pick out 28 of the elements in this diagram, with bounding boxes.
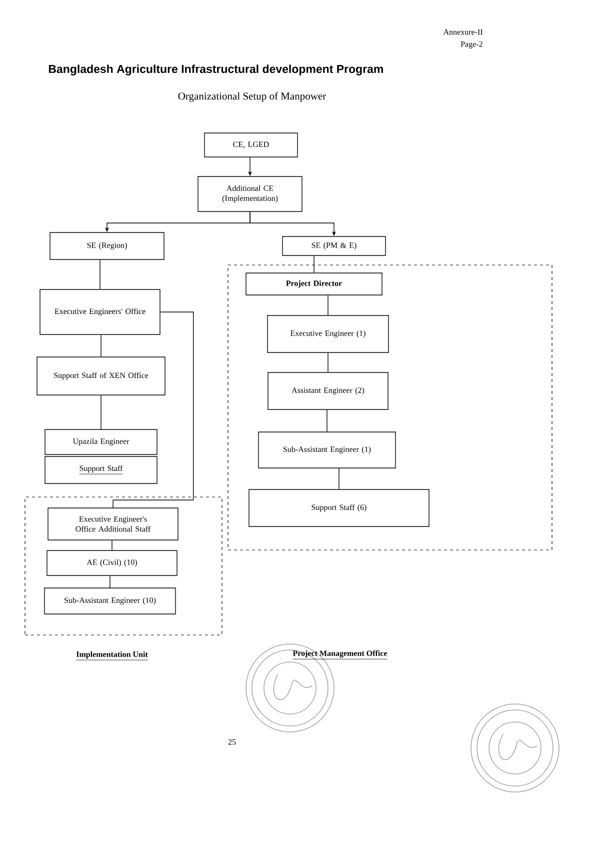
group-label: Project Management Office [292, 650, 388, 660]
group-label: Implementation Unit [76, 651, 148, 660]
org-box: Executive Engineers' Office [40, 289, 160, 335]
connector [338, 468, 340, 490]
org-box: Assistant Engineer (2) [268, 372, 388, 410]
org-box: Support Staff [44, 456, 158, 484]
org-box: Project Director [246, 272, 382, 296]
title: Bangladesh Agriculture Infrastructural development Program [48, 64, 383, 76]
org-box: Upazila Engineer [44, 429, 158, 455]
note-text: Page-2 [460, 41, 482, 48]
org-box: AE (Civil) (10) [46, 550, 178, 576]
org-box: Executive Engineer's Office Additional Staff [48, 508, 178, 540]
connector [112, 312, 194, 508]
org-box: SE (Region) [50, 232, 164, 260]
org-box: Sub-Assistant Engineer (1) [258, 432, 396, 468]
org-box: Executive Engineer (1) [267, 315, 389, 353]
connector [100, 395, 102, 430]
org-box: Sub-Assistant Engineer (10) [44, 588, 176, 614]
org-box: SE (PM & E) [282, 236, 386, 256]
note-text: Annexure-II [443, 29, 483, 35]
org-box: Support Staff (6) [248, 489, 430, 527]
org-box: Support Staff of XEN Office [36, 356, 166, 396]
connector [326, 409, 328, 432]
org-box: CE, LGED [204, 132, 298, 158]
org-box: Additional CE (Implementation) [198, 176, 302, 212]
note-text: 25 [228, 739, 236, 745]
note-text: Organizational Setup of Manpower [178, 92, 326, 102]
connector [100, 334, 102, 357]
